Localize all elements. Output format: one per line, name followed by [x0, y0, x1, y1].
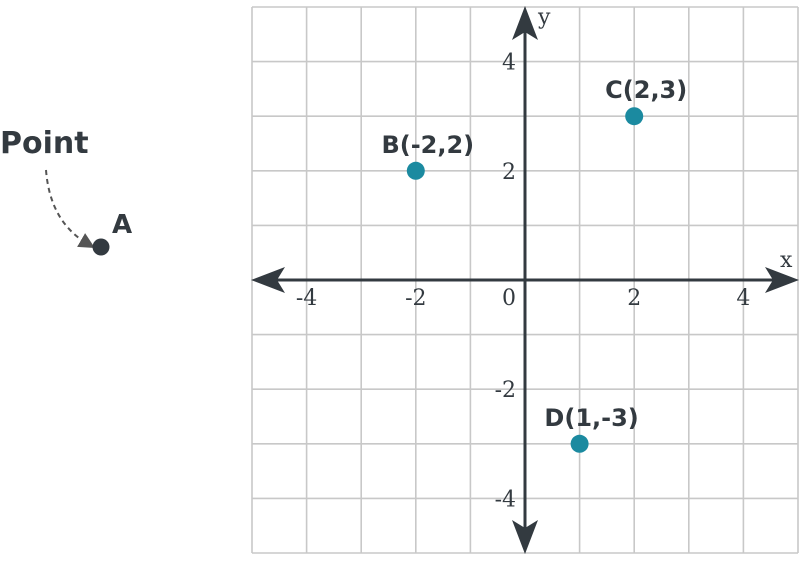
point-d-label: D(1,-3): [544, 404, 638, 432]
x-axis-left-arrow-icon: [251, 267, 285, 293]
y-axis-top-arrow-icon: [512, 6, 538, 40]
origin-label: 0: [502, 286, 516, 311]
y-tick-label: 4: [502, 51, 516, 76]
point-annotation: Point A: [0, 126, 132, 256]
x-axis-name: x: [780, 248, 793, 273]
point-d-marker: [570, 434, 589, 453]
y-axis-bottom-arrow-icon: [512, 520, 538, 554]
point-b-label: B(-2,2): [381, 131, 474, 159]
y-tick-label: -4: [495, 487, 516, 512]
x-axis-right-arrow-icon: [765, 267, 799, 293]
point-a-label: A: [112, 210, 132, 240]
plotted-points: B(-2,2) C(2,3) D(1,-3): [381, 76, 687, 453]
point-b-marker: [406, 161, 425, 180]
x-tick-label: 4: [736, 286, 750, 311]
tick-labels: -4 -2 2 4 4 2 -2 -4 0: [296, 51, 751, 513]
x-tick-label: -4: [296, 286, 317, 311]
axes: xy: [251, 5, 799, 554]
dashed-arrow: [45, 169, 95, 249]
x-tick-label: -2: [405, 286, 426, 311]
y-tick-label: -2: [495, 378, 516, 403]
y-axis-name: y: [537, 5, 551, 30]
point-c-label: C(2,3): [605, 76, 687, 104]
point-a-marker: [92, 238, 110, 256]
point-c-marker: [625, 107, 644, 126]
y-tick-label: 2: [502, 160, 516, 185]
annotation-title: Point: [0, 126, 89, 161]
x-tick-label: 2: [627, 286, 641, 311]
